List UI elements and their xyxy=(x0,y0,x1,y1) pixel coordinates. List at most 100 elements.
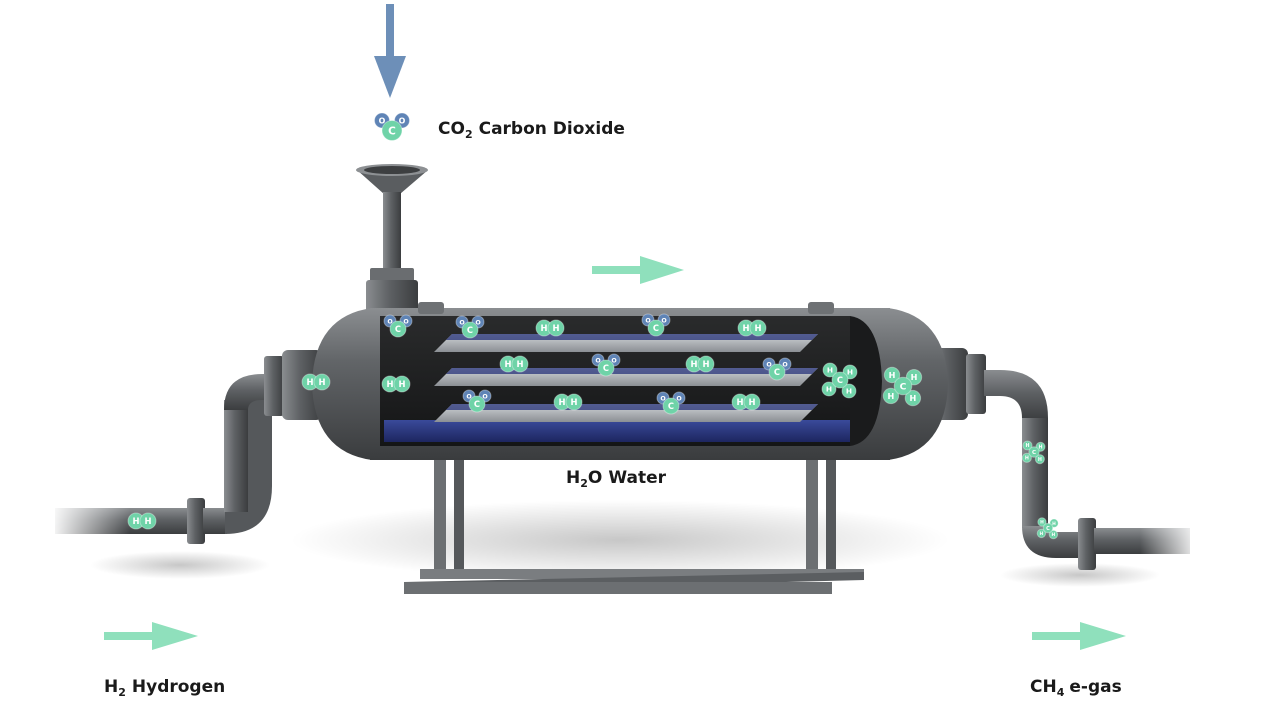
svg-text:O: O xyxy=(766,361,772,368)
svg-text:O: O xyxy=(611,357,617,364)
svg-text:O: O xyxy=(379,116,386,125)
vessel-shadow xyxy=(290,500,950,580)
svg-text:H: H xyxy=(1025,456,1029,462)
svg-text:H: H xyxy=(702,359,709,369)
carbon-dioxide-molecule: O OC xyxy=(762,357,792,381)
svg-text:H: H xyxy=(1040,520,1044,526)
svg-text:H: H xyxy=(690,359,697,369)
svg-text:H: H xyxy=(504,359,511,369)
pipe-shadow-right xyxy=(1000,563,1160,587)
svg-text:H: H xyxy=(1040,531,1044,537)
svg-text:H: H xyxy=(1038,457,1042,463)
co2-funnel xyxy=(356,164,428,316)
svg-text:O: O xyxy=(387,318,393,325)
flow-arrow-left xyxy=(104,622,198,650)
svg-text:H: H xyxy=(748,397,755,407)
svg-text:H: H xyxy=(736,397,743,407)
svg-text:H: H xyxy=(1025,443,1029,449)
svg-text:H: H xyxy=(847,368,853,377)
svg-text:H: H xyxy=(827,366,833,375)
svg-text:H: H xyxy=(888,391,895,401)
carbon-dioxide-molecule: O OC xyxy=(455,315,485,339)
svg-text:C: C xyxy=(388,125,396,137)
carbon-dioxide-molecule: O OC xyxy=(641,313,671,337)
svg-text:H: H xyxy=(1052,532,1056,538)
svg-text:H: H xyxy=(144,516,151,526)
svg-text:H: H xyxy=(386,379,393,389)
svg-text:H: H xyxy=(742,323,749,333)
svg-text:H: H xyxy=(516,359,523,369)
svg-text:C: C xyxy=(653,323,659,333)
carbon-dioxide-molecule: O OC xyxy=(383,314,413,338)
svg-text:C: C xyxy=(668,401,674,411)
svg-text:H: H xyxy=(558,397,565,407)
svg-text:O: O xyxy=(782,361,788,368)
water-layer xyxy=(384,420,850,442)
flow-arrow-right xyxy=(1032,622,1126,650)
svg-text:H: H xyxy=(826,385,832,394)
svg-text:O: O xyxy=(399,116,406,125)
carbon-dioxide-molecule: O OC xyxy=(591,353,621,377)
svg-text:H: H xyxy=(570,397,577,407)
svg-text:H: H xyxy=(910,393,917,403)
pipe-shadow-left xyxy=(90,551,270,579)
svg-text:O: O xyxy=(466,393,472,400)
svg-text:H: H xyxy=(889,370,896,380)
svg-text:C: C xyxy=(474,399,480,409)
svg-text:H: H xyxy=(398,379,405,389)
flow-arrow-top xyxy=(592,256,684,284)
svg-text:O: O xyxy=(660,395,666,402)
svg-text:H: H xyxy=(911,372,918,382)
svg-text:H: H xyxy=(1038,445,1042,451)
svg-text:C: C xyxy=(1046,526,1050,532)
e-gas-outlet-pipe xyxy=(928,348,1200,570)
svg-text:O: O xyxy=(475,319,481,326)
svg-text:H: H xyxy=(318,377,325,387)
svg-text:H: H xyxy=(132,516,139,526)
svg-text:C: C xyxy=(603,363,609,373)
svg-text:O: O xyxy=(661,317,667,324)
carbon-dioxide-molecule: O OC xyxy=(656,391,686,415)
svg-text:O: O xyxy=(459,319,465,326)
carbon-dioxide-molecule: O OC xyxy=(374,112,410,141)
svg-text:H: H xyxy=(552,323,559,333)
methane-molecule: H H H HC xyxy=(821,362,858,399)
svg-text:O: O xyxy=(482,393,488,400)
svg-text:O: O xyxy=(595,357,601,364)
svg-text:H: H xyxy=(754,323,761,333)
svg-text:H: H xyxy=(1052,521,1056,527)
carbon-dioxide-molecule: O OC xyxy=(462,389,492,413)
hydrogen-inlet-pipe xyxy=(50,350,322,544)
svg-text:O: O xyxy=(645,317,651,324)
svg-text:H: H xyxy=(846,387,852,396)
svg-text:C: C xyxy=(774,367,780,377)
svg-text:C: C xyxy=(1032,450,1036,456)
svg-text:O: O xyxy=(676,395,682,402)
svg-text:C: C xyxy=(395,324,401,334)
svg-text:H: H xyxy=(540,323,547,333)
svg-text:C: C xyxy=(837,375,843,385)
svg-text:O: O xyxy=(403,318,409,325)
input-arrow xyxy=(374,4,406,98)
svg-text:C: C xyxy=(467,325,473,335)
catalyst-trays xyxy=(434,334,818,422)
svg-text:H: H xyxy=(306,377,313,387)
